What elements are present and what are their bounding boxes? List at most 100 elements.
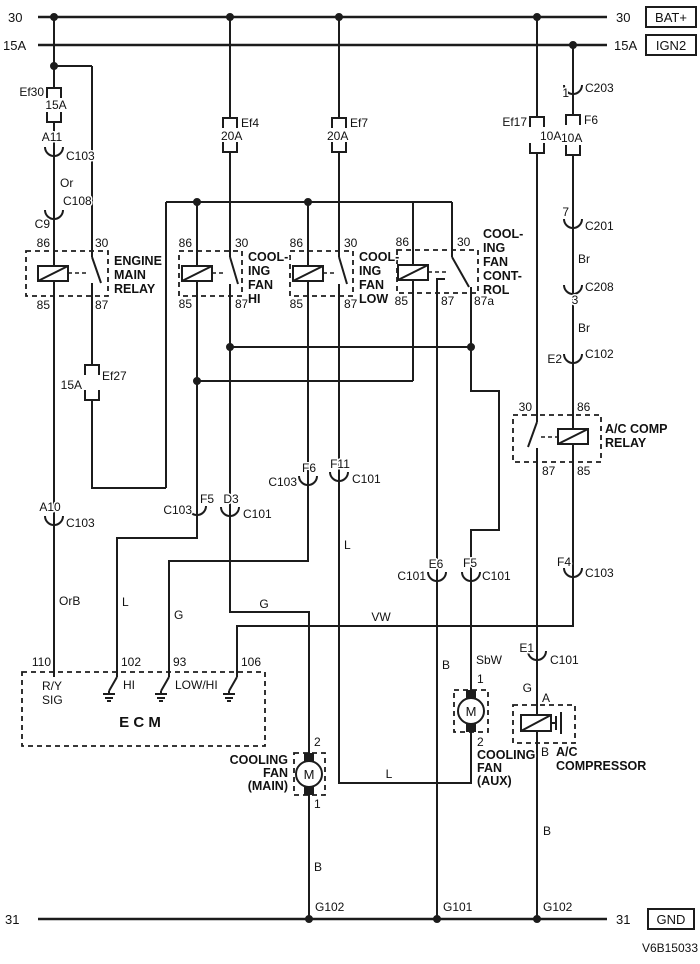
ecm-func-sig-2: SIG bbox=[42, 693, 63, 707]
conn-c201-pin: 7 bbox=[562, 205, 569, 219]
bat-label: BAT+ bbox=[655, 10, 687, 25]
fuse-ef4-rating: 20A bbox=[221, 129, 242, 143]
bat-box bbox=[645, 6, 697, 28]
relay-ctrl-pin86: 86 bbox=[396, 235, 410, 249]
fuse-ef7-rating: 20A bbox=[327, 129, 348, 143]
fan-main-motor-circle bbox=[295, 760, 323, 788]
ground-g102-ac: G102 bbox=[543, 900, 573, 914]
relay-engine-name-3: RELAY bbox=[114, 282, 156, 296]
conn-f6fan-name: C103 bbox=[268, 475, 297, 489]
wire-g-main: G bbox=[259, 597, 268, 611]
conn-e1-pin: E1 bbox=[519, 641, 534, 655]
wire-ac-chain bbox=[236, 17, 581, 919]
ground-g102-main: G102 bbox=[315, 900, 345, 914]
wire-l-f11: L bbox=[344, 538, 351, 552]
wire-l-ecm: L bbox=[122, 595, 129, 609]
fanmain-pin1: 1 bbox=[314, 797, 321, 811]
relay-fanhi-name-3: FAN bbox=[248, 278, 273, 292]
fuse-f6-rating: 10A bbox=[561, 131, 582, 145]
relay-coils bbox=[37, 264, 589, 732]
conn-f11-name: C101 bbox=[352, 472, 381, 486]
relay-engine-pin86: 86 bbox=[37, 236, 51, 250]
clutch-bars bbox=[551, 712, 562, 734]
relay-fanlow-pin85: 85 bbox=[290, 297, 304, 311]
conn-f5fan-pin: F5 bbox=[463, 556, 477, 570]
ecm-pin-106: 106 bbox=[241, 655, 261, 669]
relay-ac-pin87: 87 bbox=[542, 464, 556, 478]
compressor-name-2: COMPRESSOR bbox=[556, 759, 646, 773]
connector-symbols bbox=[44, 84, 583, 661]
gnd-label: GND bbox=[657, 912, 686, 927]
conn-f4-name: C103 bbox=[585, 566, 614, 580]
fuse-ef30-rating: 15A bbox=[45, 98, 66, 112]
relay-fanlow-pin30: 30 bbox=[344, 236, 358, 250]
fuse-ef17-name: Ef17 bbox=[502, 115, 527, 129]
relay-ac-pin86: 86 bbox=[577, 400, 591, 414]
ecm-switches bbox=[103, 676, 238, 702]
bus-30-right: 30 bbox=[616, 10, 630, 25]
relay-engine-pin85: 85 bbox=[37, 298, 51, 312]
relay-actuators bbox=[68, 271, 558, 438]
relay-ctrl-pin87: 87 bbox=[441, 294, 455, 308]
fuse-ef27-name: Ef27 bbox=[102, 369, 127, 383]
relay-ctrl-name-4: CONT- bbox=[483, 269, 522, 283]
fanmain-name-1: COOLING bbox=[230, 753, 288, 767]
relay-ac-name-2: RELAY bbox=[605, 436, 647, 450]
compressor-name-1: A/C bbox=[556, 745, 578, 759]
wire-b-main: B bbox=[314, 860, 322, 874]
relay-ac-pin85: 85 bbox=[577, 464, 591, 478]
fanmain-name-2: FAN bbox=[263, 766, 288, 780]
wire-sbw: SbW bbox=[476, 653, 503, 667]
conn-c9-name: C108 bbox=[63, 194, 92, 208]
conn-f5fan-name: C101 bbox=[482, 569, 511, 583]
relay-ctrl-pin85: 85 bbox=[395, 294, 409, 308]
conn-e1-name: C101 bbox=[550, 653, 579, 667]
compressor-pin-a: A bbox=[542, 691, 550, 705]
ign2-box bbox=[645, 34, 697, 56]
fan-aux-motor-circle bbox=[457, 697, 485, 725]
conn-a10-name: C103 bbox=[66, 516, 95, 530]
wire-fan-feeds bbox=[222, 17, 472, 919]
ecm-func-lowhi: LOW/HI bbox=[175, 678, 218, 692]
conn-d3-pin: D3 bbox=[223, 492, 239, 506]
gnd-box bbox=[647, 908, 695, 930]
relay-fanlow-pin87: 87 bbox=[344, 297, 358, 311]
wire-br-1: Br bbox=[578, 252, 590, 266]
ecm-func-hi: HI bbox=[123, 678, 135, 692]
relay-engine-pin87: 87 bbox=[95, 298, 109, 312]
conn-c208-pin: 3 bbox=[572, 293, 579, 307]
wire-orb: OrB bbox=[59, 594, 80, 608]
conn-d3-name: C101 bbox=[243, 507, 272, 521]
relay-fanlow-name-3: FAN bbox=[359, 278, 384, 292]
conn-c208-name: C208 bbox=[585, 280, 614, 294]
fanmain-motor-m: M bbox=[304, 767, 315, 782]
wire-g-ecm: G bbox=[174, 608, 183, 622]
relay-engine-name-2: MAIN bbox=[114, 268, 146, 282]
fuse-ef7-name: Ef7 bbox=[350, 116, 368, 130]
relay-fanhi-name-1: COOL- bbox=[248, 250, 288, 264]
ecm-pin-110: 110 bbox=[32, 655, 51, 669]
fuse-f6-name: F6 bbox=[584, 113, 598, 127]
relay-fanhi-pin30: 30 bbox=[235, 236, 249, 250]
relay-engine-pin30: 30 bbox=[95, 236, 109, 250]
conn-f11-pin: F11 bbox=[330, 457, 350, 471]
component-boxes bbox=[21, 249, 602, 796]
bus-15a-left: 15A bbox=[3, 38, 26, 53]
fanaux-name-1: COOLING bbox=[477, 748, 535, 762]
fanaux-motor-m: M bbox=[466, 704, 477, 719]
relay-ctrl-name-1: COOL- bbox=[483, 227, 523, 241]
ground-g101: G101 bbox=[443, 900, 473, 914]
ign2-label: IGN2 bbox=[656, 38, 686, 53]
wire-br-2: Br bbox=[578, 321, 590, 335]
fanaux-name-3: (AUX) bbox=[477, 774, 512, 788]
relay-ac-name-1: A/C COMP bbox=[605, 422, 668, 436]
wire-g-comp: G bbox=[523, 681, 532, 695]
relay-ac-pin30: 30 bbox=[519, 400, 533, 414]
bus-31-left: 31 bbox=[5, 912, 19, 927]
relay-engine-name-1: ENGINE bbox=[114, 254, 162, 268]
relay-fanhi-pin86: 86 bbox=[179, 236, 193, 250]
fanaux-pin1: 1 bbox=[477, 672, 484, 686]
relay-fanhi-pin85: 85 bbox=[179, 297, 193, 311]
wire-l-aux: L bbox=[386, 767, 393, 781]
relay-ctrl-pin87a: 87a bbox=[474, 294, 494, 308]
